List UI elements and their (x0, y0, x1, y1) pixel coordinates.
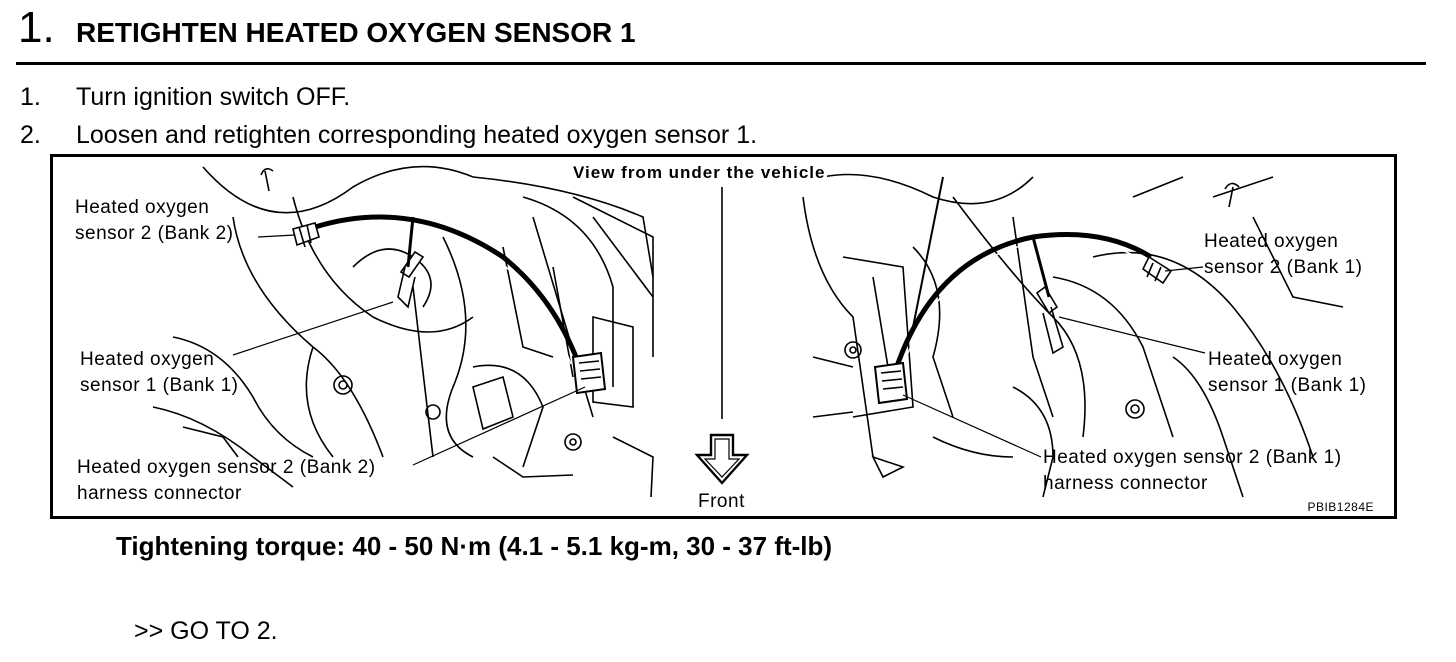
tightening-torque: Tightening torque: 40 - 50 N·m (4.1 - 5.… (116, 531, 833, 561)
figure-code: PBIB1284E (1307, 500, 1374, 514)
instruction-2-text: Loosen and retighten corresponding heate… (76, 121, 758, 149)
figure-title: View from under the vehicle (571, 163, 828, 183)
label-left-connector-bank2: Heated oxygen sensor 2 (Bank 2) harness … (77, 457, 376, 504)
instruction-1-number: 1. (20, 83, 41, 111)
instruction-2-number: 2. (20, 121, 41, 149)
label-right-hos2-bank1: Heated oxygen sensor 2 (Bank 1) (1204, 231, 1363, 278)
go-to-next-step: >> GO TO 2. (134, 617, 278, 645)
title-divider (16, 62, 1426, 65)
engine-illustration (152, 165, 1344, 498)
step-number: 1. (18, 3, 55, 52)
label-left-hos1-bank1: Heated oxygen sensor 1 (Bank 1) (80, 349, 239, 396)
instruction-1-text: Turn ignition switch OFF. (76, 83, 351, 111)
sensor-location-figure: View from under the vehicle Heated oxyge… (50, 154, 1397, 519)
step-title: RETIGHTEN HEATED OXYGEN SENSOR 1 (76, 17, 636, 48)
label-right-hos1-bank1: Heated oxygen sensor 1 (Bank 1) (1208, 349, 1367, 396)
label-right-connector-bank1: Heated oxygen sensor 2 (Bank 1) harness … (1043, 447, 1342, 494)
label-left-hos2-bank2: Heated oxygen sensor 2 (Bank 2) (75, 197, 234, 244)
front-label: Front (698, 491, 745, 512)
